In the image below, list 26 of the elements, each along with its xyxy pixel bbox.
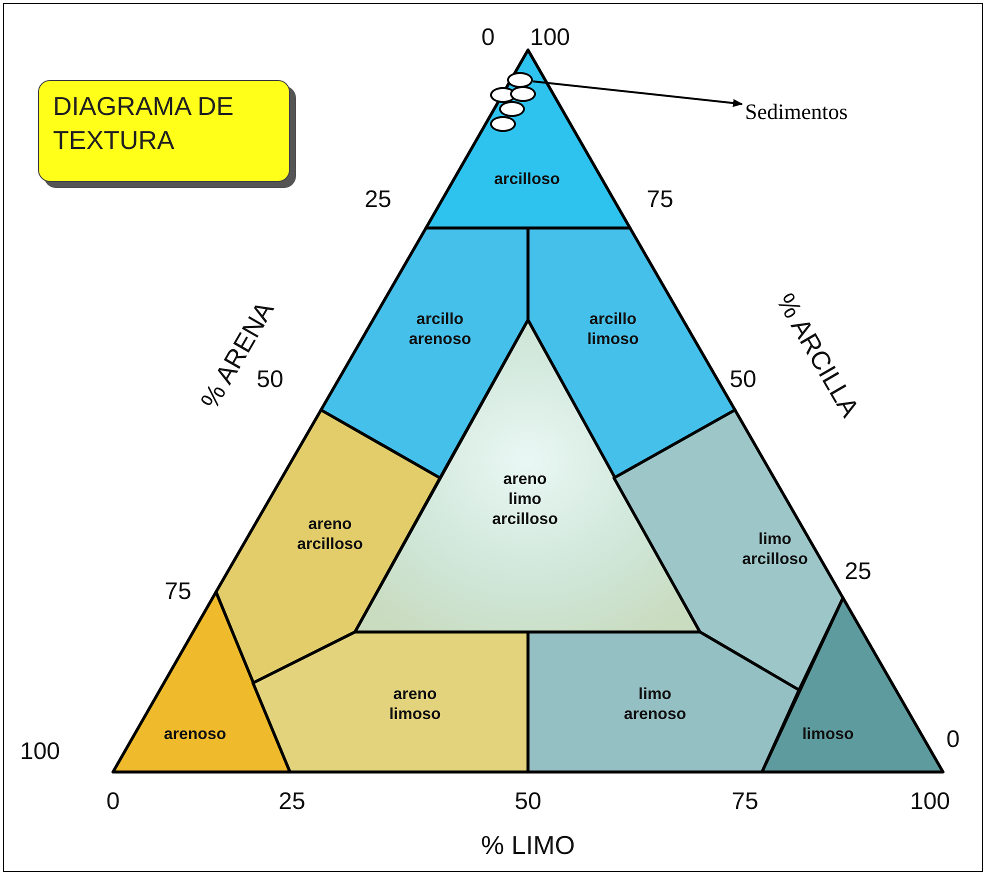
region-name: arenoso: [164, 725, 226, 745]
axis-tick-label: 25: [364, 187, 392, 213]
axis-tick-label: 75: [164, 579, 192, 605]
callout-text: Sedimentos: [745, 96, 895, 128]
region-name: arcilloso: [494, 170, 560, 190]
region-name: areno limo arcilloso: [492, 470, 558, 530]
axis-tick-label: 0: [946, 727, 960, 753]
region-name: arcillo arenoso: [408, 310, 472, 350]
axis-tick-label: 50: [514, 789, 542, 815]
axis-tick-label: 75: [732, 789, 758, 815]
axis-tick-label: 100: [530, 25, 570, 51]
region-name: arcillo limoso: [587, 310, 639, 350]
region-name: limo arcilloso: [742, 530, 808, 570]
axis-title: % LIMO: [481, 832, 575, 858]
region-name: areno arcilloso: [297, 515, 363, 555]
axis-tick-label: 75: [646, 187, 674, 213]
axis-tick-label: 25: [278, 789, 306, 815]
region-name: limo arenoso: [624, 685, 686, 725]
region-name: limoso: [802, 725, 854, 745]
axis-tick-label: 0: [106, 789, 120, 815]
axis-tick-label: 100: [20, 739, 60, 765]
region-name: areno limoso: [389, 685, 441, 725]
axis-tick-label: 25: [844, 559, 872, 585]
axis-tick-label: 50: [730, 367, 756, 393]
axis-tick-label: 0: [481, 25, 495, 51]
axis-tick-label: 100: [910, 789, 950, 815]
